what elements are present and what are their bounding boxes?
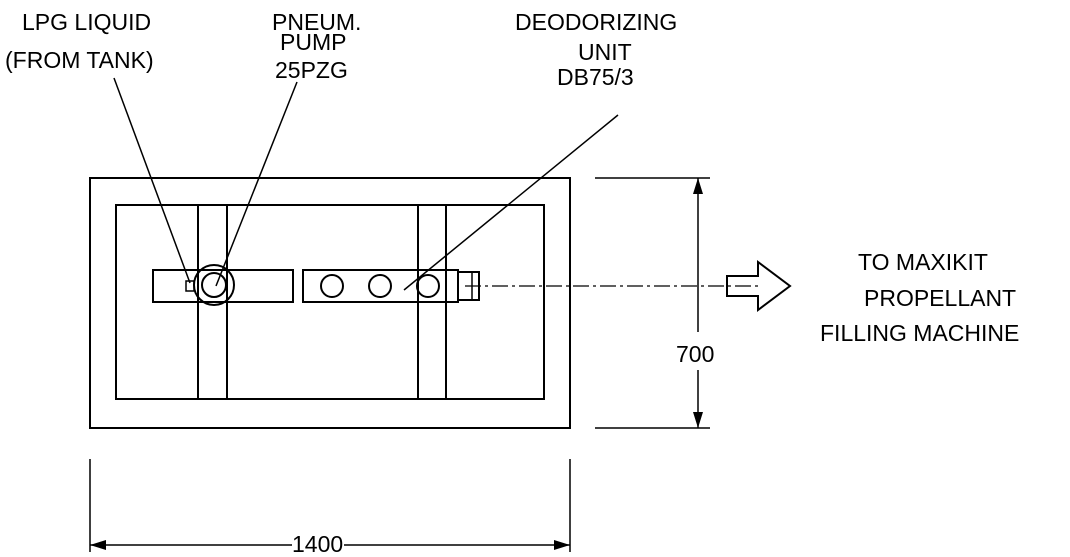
deodorizer-cartridges — [320, 274, 440, 298]
cartridge-2 — [368, 274, 392, 298]
lpg-liquid-label: LPG LIQUID (FROM TANK) — [5, 9, 154, 73]
pump-piping-segment — [152, 269, 294, 303]
cartridge-1 — [320, 274, 344, 298]
pump-label: PNEUM. PUMP 25PZG — [272, 9, 361, 83]
width-dimension-value: 1400 — [292, 531, 343, 557]
lpg-label-line-2: (FROM TANK) — [5, 47, 154, 73]
skid-inner-frame — [115, 204, 545, 400]
lpg-label-line-1: LPG LIQUID — [22, 9, 151, 35]
destination-label-line-2: PROPELLANT — [864, 285, 1016, 311]
deodorizer-label-line-2: UNIT — [578, 39, 632, 65]
pump-label-line-1: PNEUM. — [272, 9, 361, 35]
cartridge-3 — [416, 274, 440, 298]
deodorizer-label-line-1: DEODORIZING — [515, 9, 677, 35]
deodorizing-unit-label: DEODORIZING UNIT DB75/3 — [515, 9, 677, 90]
destination-label: TO MAXIKIT PROPELLANT FILLING MACHINE — [820, 249, 1019, 346]
height-dimension — [595, 177, 710, 429]
deodorizer-label-line-3: DB75/3 — [557, 64, 634, 90]
pump-symbol — [193, 264, 235, 306]
pump-label-line-3: 25PZG — [275, 57, 348, 83]
outlet-arrow-icon — [726, 260, 792, 312]
deodorizer-leader-line — [403, 114, 619, 291]
pump-label-line-2: PUMP — [280, 29, 346, 55]
destination-label-line-3: FILLING MACHINE — [820, 320, 1019, 346]
width-dimension — [89, 459, 571, 552]
skid-outer-frame — [89, 177, 571, 429]
height-dimension-value: 700 — [676, 341, 714, 367]
destination-label-line-1: TO MAXIKIT — [858, 249, 988, 275]
lpg-leader-line — [113, 77, 191, 284]
pump-leader-line — [215, 81, 298, 287]
